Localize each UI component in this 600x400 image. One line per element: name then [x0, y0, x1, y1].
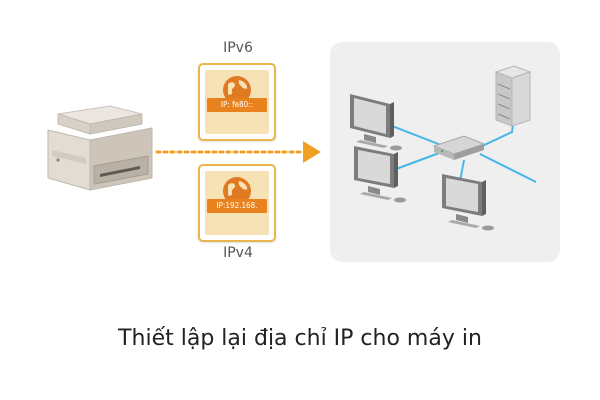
ipv4-address-tag: IP:192.168. [207, 199, 267, 213]
ipv6-address-card: IP: fe80:: [198, 63, 276, 141]
network-diagram [350, 65, 537, 231]
computer-icon [354, 146, 406, 203]
ipv4-address-card: IP:192.168. [198, 164, 276, 242]
globe-icon [223, 177, 251, 205]
ipv4-label: IPv4 [223, 245, 253, 261]
router-icon [432, 135, 486, 160]
printer-icon [47, 105, 153, 191]
globe-icon [223, 76, 251, 104]
connection-arrow [155, 141, 321, 163]
caption: Thiết lập lại địa chỉ IP cho máy in [118, 326, 482, 351]
computer-icon [350, 94, 402, 151]
ipv6-label: IPv6 [223, 40, 253, 56]
computer-icon [442, 174, 494, 231]
ipv6-address-tag: IP: fe80:: [207, 98, 267, 112]
server-icon [494, 65, 532, 127]
